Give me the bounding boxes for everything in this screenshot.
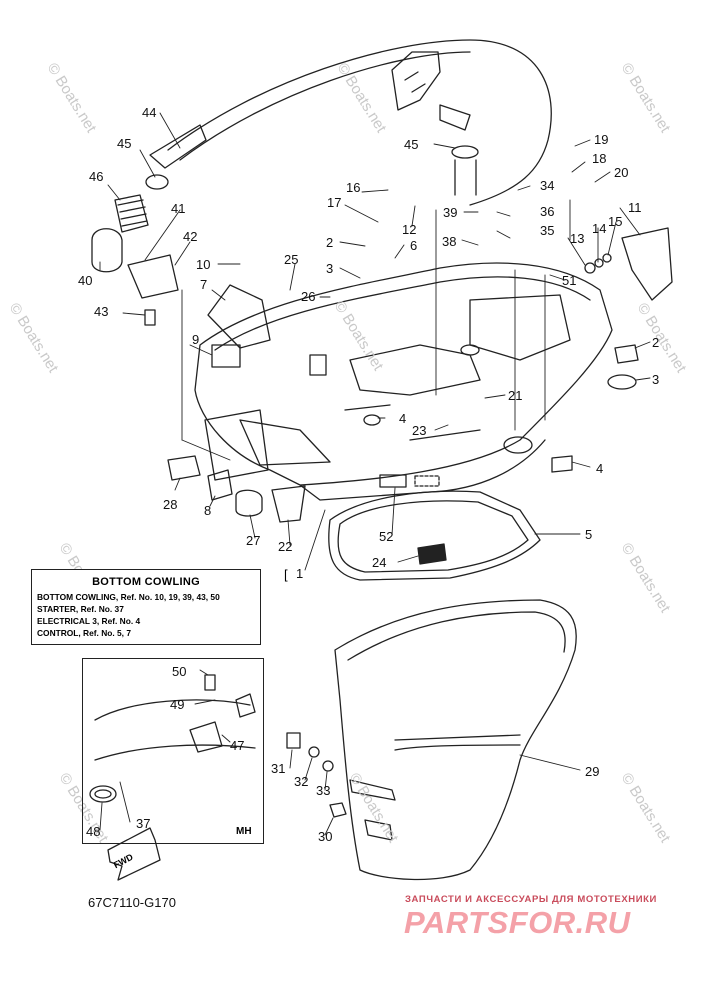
callout-7: 7 <box>200 277 208 292</box>
legend-bracket: [ <box>284 567 288 582</box>
callout-6: 6 <box>410 238 418 253</box>
callout-23: 23 <box>412 423 427 438</box>
callout-32: 32 <box>294 774 309 789</box>
callout-4: 4 <box>596 461 604 476</box>
callout-44: 44 <box>142 105 157 120</box>
legend-title: BOTTOM COWLING <box>92 576 200 588</box>
legend-box: BOTTOM COWLING BOTTOM COWLING, Ref. No. … <box>31 569 261 645</box>
callout-52: 52 <box>379 529 394 544</box>
callout-37: 37 <box>136 816 151 831</box>
callout-11: 11 <box>628 200 642 215</box>
top-cowling-outline <box>167 39 552 206</box>
callout-24: 24 <box>372 555 387 570</box>
callout-29: 29 <box>585 764 600 779</box>
callout-35: 35 <box>540 223 555 238</box>
callout-25: 25 <box>284 252 299 267</box>
callout-26: 26 <box>301 289 316 304</box>
callout-40: 40 <box>78 273 93 288</box>
callout-1: 1 <box>296 566 304 581</box>
callout-9: 9 <box>192 332 200 347</box>
callout-20: 20 <box>614 165 629 180</box>
legend-line: CONTROL, Ref. No. 5, 7 <box>37 628 131 638</box>
callout-49: 49 <box>170 697 185 712</box>
callout-2: 2 <box>652 335 660 350</box>
shop-subtitle: ЗАПЧАСТИ И АКСЕССУАРЫ ДЛЯ МОТОТЕХНИКИ <box>405 894 657 905</box>
callout-3: 3 <box>326 261 334 276</box>
callout-27: 27 <box>246 533 261 548</box>
callout-42: 42 <box>183 229 198 244</box>
seal-ring <box>328 490 541 581</box>
inset-label: MH <box>236 826 252 837</box>
callout-3: 3 <box>652 372 660 387</box>
callout-33: 33 <box>316 783 331 798</box>
legend-line: STARTER, Ref. No. 37 <box>37 604 124 614</box>
callout-50: 50 <box>172 664 187 679</box>
callout-14: 14 <box>592 221 607 236</box>
callout-22: 22 <box>278 539 293 554</box>
callout-43: 43 <box>94 304 109 319</box>
callout-36: 36 <box>540 204 555 219</box>
callout-8: 8 <box>204 503 212 518</box>
callout-19: 19 <box>594 132 609 147</box>
fwd-arrow <box>107 827 161 881</box>
legend-line: ELECTRICAL 3, Ref. No. 4 <box>37 616 141 626</box>
callout-2: 2 <box>326 235 334 250</box>
callout-45: 45 <box>404 137 419 152</box>
callout-16: 16 <box>346 180 361 195</box>
callout-30: 30 <box>318 829 333 844</box>
callout-45: 45 <box>117 136 132 151</box>
callout-5: 5 <box>585 527 593 542</box>
callout-10: 10 <box>196 257 211 272</box>
callout-31: 31 <box>271 761 286 776</box>
callout-18: 18 <box>592 151 607 166</box>
shop-logo: PARTSFOR.RU <box>404 905 631 940</box>
legend-line: BOTTOM COWLING, Ref. No. 10, 19, 39, 43,… <box>37 592 220 602</box>
bottom-cowling-tray <box>194 262 613 486</box>
callout-41: 41 <box>171 201 186 216</box>
callout-15: 15 <box>608 214 623 229</box>
callout-13: 13 <box>570 231 585 246</box>
callout-38: 38 <box>442 234 457 249</box>
callout-28: 28 <box>163 497 178 512</box>
callout-51: 51 <box>562 273 577 288</box>
lower-cover <box>334 599 577 881</box>
callout-34: 34 <box>540 178 555 193</box>
callout-46: 46 <box>89 169 104 184</box>
callout-39: 39 <box>443 205 458 220</box>
diagram-code: 67C7110-G170 <box>88 895 176 910</box>
callout-48: 48 <box>86 824 101 839</box>
callout-4: 4 <box>399 411 407 426</box>
callout-47: 47 <box>230 738 245 753</box>
callout-17: 17 <box>327 195 342 210</box>
callout-21: 21 <box>508 388 523 403</box>
callout-12: 12 <box>402 222 417 237</box>
inset-frame <box>82 658 264 844</box>
